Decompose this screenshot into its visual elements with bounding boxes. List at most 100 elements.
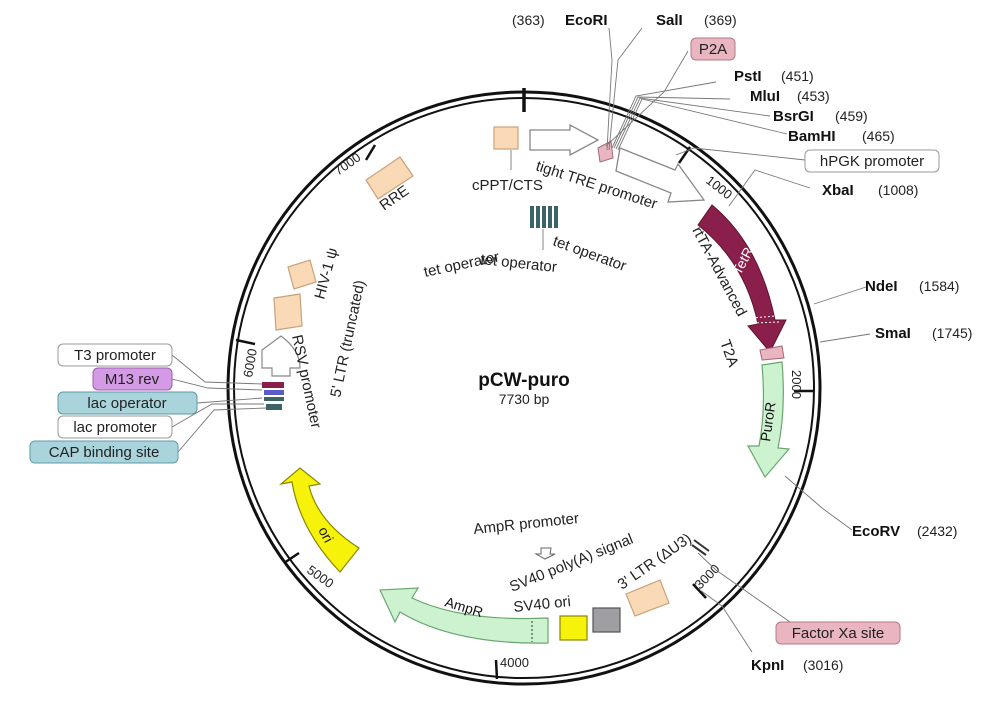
p2a-tag-label: P2A bbox=[699, 41, 727, 58]
ori-feature bbox=[278, 467, 360, 573]
mlui-name: MluI bbox=[750, 88, 780, 105]
tick-7000-mark bbox=[364, 144, 377, 161]
hiv-psi-feature bbox=[287, 259, 317, 290]
ecori-leader bbox=[606, 27, 613, 151]
rsv-promoter-arrow bbox=[261, 335, 301, 377]
psti-name: PstI bbox=[734, 68, 762, 85]
ltr3-marker-a bbox=[691, 544, 707, 556]
kpni-leader bbox=[699, 589, 753, 653]
ecorv-pos: (2432) bbox=[917, 523, 957, 539]
ltr5-feature bbox=[273, 293, 303, 331]
tick-3000-label: 3000 bbox=[692, 561, 723, 592]
sali-name: SalI bbox=[656, 12, 683, 29]
lac-promoter-leader bbox=[171, 403, 264, 428]
rtetr-hatch bbox=[751, 315, 781, 324]
cppt-cts-label: cPPT/CTS bbox=[472, 177, 543, 194]
m13-rev-tag-label: M13 rev bbox=[105, 371, 160, 388]
bamhi-leader bbox=[617, 98, 788, 151]
tick-5000-mark bbox=[283, 551, 300, 565]
lac-promoter-tag bbox=[57, 415, 173, 439]
t3-leader bbox=[171, 354, 263, 385]
sv40-polya-feature bbox=[592, 607, 621, 633]
tick-5000-label: 5000 bbox=[304, 562, 336, 591]
mlui-leader bbox=[613, 96, 731, 149]
psti-pos: (451) bbox=[781, 68, 814, 84]
bsrgi-leader bbox=[615, 97, 771, 150]
tick-4000-label: 4000 bbox=[500, 655, 529, 670]
sv40-ori-feature bbox=[559, 615, 588, 641]
t2a-feature bbox=[759, 345, 785, 361]
bsrgi-name: BsrGI bbox=[773, 108, 814, 125]
plasmid-size: 7730 bp bbox=[499, 391, 550, 407]
cap-binding-tag bbox=[29, 440, 179, 464]
hpgk-promoter-arrow bbox=[615, 147, 706, 203]
ndei-name: NdeI bbox=[865, 278, 898, 295]
ecorv-leader bbox=[784, 475, 853, 531]
cap-leader bbox=[177, 407, 267, 453]
tick-7000-label: 7000 bbox=[331, 150, 363, 179]
ltr3-marker-b bbox=[693, 539, 710, 552]
plasmid-name: pCW-puro bbox=[478, 370, 569, 391]
factor-xa-leader bbox=[697, 552, 791, 623]
t2a-label: T2A bbox=[716, 338, 741, 370]
lac-cluster-mark-1 bbox=[262, 382, 284, 388]
tet-operator-label-2: tet operator bbox=[551, 233, 629, 275]
t3-promoter-tag bbox=[57, 343, 173, 367]
xbai-name: XbaI bbox=[822, 182, 854, 199]
kpni-pos: (3016) bbox=[803, 657, 843, 673]
tick-1000-mark bbox=[677, 146, 692, 164]
factor-xa-tag-label: Factor Xa site bbox=[792, 625, 885, 642]
tick-6000-label: 6000 bbox=[240, 347, 260, 378]
m13-leader bbox=[171, 378, 263, 391]
ecori-name: EcoRI bbox=[565, 12, 608, 29]
lac-operator-tag bbox=[57, 391, 198, 415]
cap-binding-tag-label: CAP binding site bbox=[49, 444, 160, 461]
ori-label: ori bbox=[315, 524, 336, 545]
sv40-ori-label: SV40 ori bbox=[513, 593, 572, 616]
smai-name: SmaI bbox=[875, 325, 911, 342]
sali-leader bbox=[608, 27, 643, 151]
tet-operator-label-3: tet operator bbox=[480, 251, 558, 276]
rre-feature bbox=[365, 156, 414, 200]
ltr5-label: 5' LTR (truncated) bbox=[327, 279, 368, 399]
hpgk-leader bbox=[675, 147, 806, 161]
lac-cluster-mark-2 bbox=[264, 390, 284, 395]
bsrgi-pos: (459) bbox=[835, 108, 868, 124]
t3-promoter-tag-label: T3 promoter bbox=[74, 347, 156, 364]
rsv-promoter-label: RSV promoter bbox=[288, 333, 324, 430]
lac-promoter-tag-label: lac promoter bbox=[73, 419, 156, 436]
psti-leader bbox=[611, 81, 717, 149]
ndei-leader bbox=[813, 286, 867, 305]
p2a-tag bbox=[690, 37, 736, 61]
ltr3-feature bbox=[625, 579, 670, 617]
tet-operator-block bbox=[530, 206, 558, 228]
sv40-polya-label: SV40 poly(A) signal bbox=[507, 531, 636, 596]
lac-operator-leader bbox=[196, 397, 263, 404]
tick-6000-mark bbox=[235, 338, 256, 346]
lac-operator-tag-label: lac operator bbox=[87, 395, 166, 412]
mlui-pos: (453) bbox=[797, 88, 830, 104]
cppt-cts-feature bbox=[493, 126, 519, 150]
tight-tre-promoter-arrow bbox=[529, 123, 600, 157]
tick-2000-label: 2000 bbox=[789, 370, 804, 399]
m13-rev-tag bbox=[92, 367, 173, 391]
puror-label: PuroR bbox=[757, 401, 778, 443]
ampr-promoter-arrow bbox=[534, 547, 556, 560]
smai-pos: (1745) bbox=[932, 325, 972, 341]
ruler-ticks bbox=[235, 144, 813, 680]
lac-cluster-mark-3 bbox=[264, 397, 284, 401]
hpgk-tag-label: hPGK promoter bbox=[820, 153, 924, 170]
lac-cluster-mark-4 bbox=[266, 404, 282, 410]
ecorv-name: EcoRV bbox=[852, 523, 900, 540]
ampr-promoter-label: AmpR promoter bbox=[473, 510, 580, 538]
smai-leader bbox=[819, 333, 871, 343]
tick-4000-mark bbox=[494, 659, 499, 680]
xbai-leader bbox=[728, 169, 811, 207]
bamhi-pos: (465) bbox=[862, 128, 895, 144]
sali-pos: (369) bbox=[704, 12, 737, 28]
factor-xa-tag bbox=[775, 621, 901, 645]
hpgk-tag bbox=[804, 149, 940, 173]
p2a-feature bbox=[597, 140, 614, 163]
puror-feature bbox=[746, 361, 791, 479]
